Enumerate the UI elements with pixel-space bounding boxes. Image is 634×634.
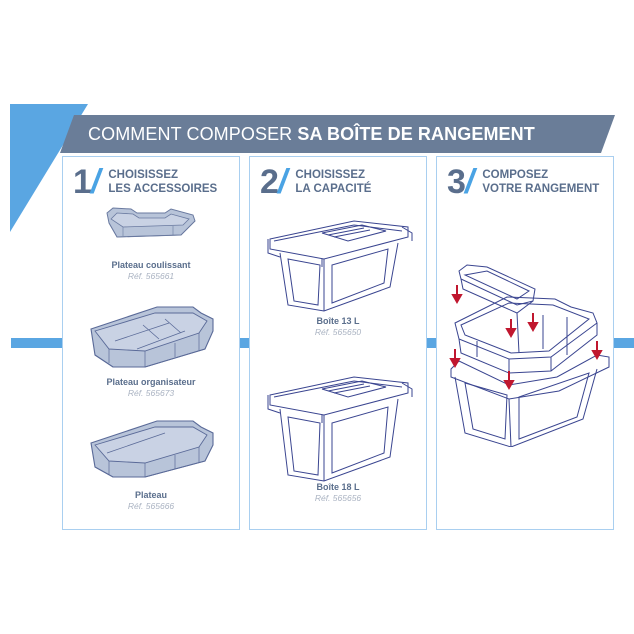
step-header-2: 2/ CHOISISSEZ LA CAPACITÉ: [260, 165, 371, 199]
page-title: COMMENT COMPOSER SA BOÎTE DE RANGEMENT: [88, 115, 535, 153]
step-slash: /: [464, 163, 475, 201]
step-slash: /: [90, 163, 101, 201]
step-title: CHOISISSEZ LES ACCESSOIRES: [108, 168, 217, 196]
step-title-line1: CHOISISSEZ: [108, 169, 179, 181]
connector-left: [11, 338, 63, 348]
connector-2-3: [426, 338, 437, 348]
box-13l-illustration: [267, 220, 413, 312]
title-light: COMMENT COMPOSER: [88, 124, 298, 144]
step-title: COMPOSEZ VOTRE RANGEMENT: [482, 168, 599, 196]
item-name: Plateau coulissant: [111, 260, 191, 270]
connector-right: [614, 338, 634, 348]
stacked-assembly-illustration: [449, 264, 610, 447]
step-panel-3: 3/ COMPOSEZ VOTRE RANGEMENT: [436, 156, 614, 530]
item-name: Plateau organisateur: [106, 377, 196, 387]
organizer-tray-illustration: [90, 306, 214, 368]
step-header-3: 3/ COMPOSEZ VOTRE RANGEMENT: [447, 165, 599, 199]
item-ref: Réf. 565661: [127, 271, 175, 281]
step-slash: /: [277, 163, 288, 201]
title-banner: COMMENT COMPOSER SA BOÎTE DE RANGEMENT: [60, 115, 615, 153]
step-number: 1: [73, 163, 92, 201]
box-18l-illustration: [267, 376, 413, 482]
step-title-line2: LES ACCESSOIRES: [108, 183, 218, 195]
connector-1-2: [239, 338, 250, 348]
item-ref: Réf. 565666: [127, 501, 175, 511]
banner-shape: [60, 115, 615, 153]
item-name: Boîte 13 L: [316, 316, 360, 326]
title-bold: SA BOÎTE DE RANGEMENT: [297, 124, 535, 144]
sliding-tray-illustration: [106, 207, 196, 238]
item-name: Plateau: [134, 490, 167, 500]
item-name: Boîte 18 L: [316, 482, 360, 492]
step-title-line1: COMPOSEZ: [482, 169, 549, 181]
step-title: CHOISISSEZ LA CAPACITÉ: [295, 168, 371, 196]
tray-illustration: [90, 420, 214, 478]
step-number: 2: [260, 163, 279, 201]
step-title-line2: LA CAPACITÉ: [295, 183, 372, 195]
item-ref: Réf. 565650: [314, 327, 362, 337]
step-header-1: 1/ CHOISISSEZ LES ACCESSOIRES: [73, 165, 217, 199]
step-title-line2: VOTRE RANGEMENT: [482, 183, 600, 195]
item-ref: Réf. 565673: [127, 388, 175, 398]
item-ref: Réf. 565656: [314, 493, 362, 503]
step-number: 3: [447, 163, 466, 201]
arrow-icons: [449, 285, 603, 391]
step-panel-1: 1/ CHOISISSEZ LES ACCESSOIRES Plateau co…: [62, 156, 240, 530]
step-panel-2: 2/ CHOISISSEZ LA CAPACITÉ Boîte 13 L Réf…: [249, 156, 427, 530]
step-title-line1: CHOISISSEZ: [295, 169, 366, 181]
